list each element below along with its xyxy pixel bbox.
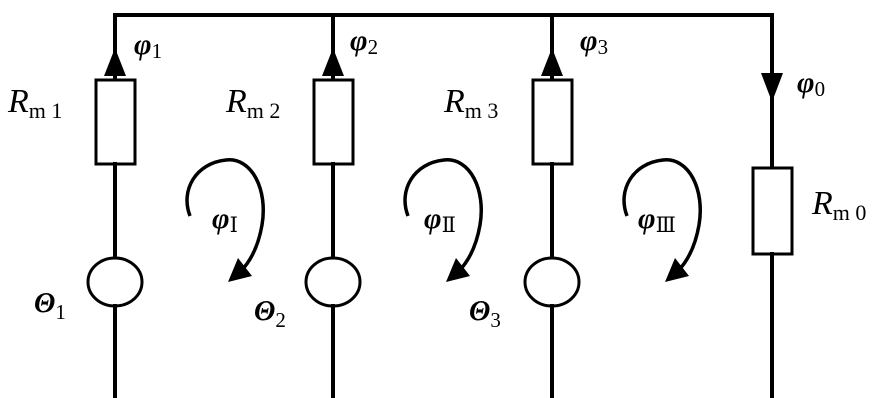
mmf-source-2 xyxy=(304,256,362,308)
mmf-1-subscript: 1 xyxy=(55,300,66,324)
mmf-source-3 xyxy=(523,256,581,308)
resistor-rm1 xyxy=(94,78,137,166)
resistance-2-symbol: R xyxy=(225,83,247,120)
mmf-2-symbol: Θ xyxy=(254,296,275,327)
flux-3-subscript: 3 xyxy=(598,35,609,59)
mmf-2-subscript: 2 xyxy=(275,308,286,332)
loop-3-subscript: Ⅲ xyxy=(656,213,676,237)
resistance-0-symbol: R xyxy=(811,185,833,222)
loop-label-1: φⅠ xyxy=(212,202,238,237)
loop-1-curve xyxy=(185,158,265,274)
loop-arrow-1 xyxy=(185,158,265,282)
resistance-label-0: Rm 0 xyxy=(811,185,866,225)
loop-2-symbol: φ xyxy=(424,202,442,235)
resistance-3-subscript: m 3 xyxy=(465,98,499,123)
resistance-1-subscript: m 1 xyxy=(29,98,63,123)
flux-0-subscript: 0 xyxy=(815,77,826,101)
loop-3-symbol: φ xyxy=(638,202,656,235)
branch-2-flux-arrow-up-icon xyxy=(322,48,344,76)
mmf-1-symbol: Θ xyxy=(34,288,55,319)
branch-3-flux-arrow-up-icon xyxy=(541,48,563,76)
branch-3 xyxy=(523,13,581,398)
branch-1-flux-arrow-up-icon xyxy=(104,48,126,76)
loop-3-arrowhead-icon xyxy=(665,258,689,282)
loop-2-arrowhead-icon xyxy=(446,258,470,282)
flux-1-subscript: 1 xyxy=(152,39,163,63)
flux-1-symbol: φ xyxy=(134,28,152,61)
flux-label-1: φ1 xyxy=(134,28,162,63)
loop-1-subscript: Ⅰ xyxy=(230,213,238,237)
mmf-label-1: Θ1 xyxy=(34,288,66,324)
mmf-source-1 xyxy=(86,256,144,308)
branch-2 xyxy=(304,13,362,398)
branch-0-flux-arrow-down-icon xyxy=(761,73,783,102)
mmf-3-subscript: 3 xyxy=(490,308,501,332)
loop-2-subscript: Ⅱ xyxy=(442,213,456,237)
loop-arrow-3 xyxy=(622,158,702,282)
loop-1-arrowhead-icon xyxy=(228,258,252,282)
flux-2-symbol: φ xyxy=(350,24,368,57)
resistance-label-2: Rm 2 xyxy=(225,83,280,123)
resistor-rm3 xyxy=(531,78,574,166)
resistance-2-subscript: m 2 xyxy=(247,98,281,123)
branch-0 xyxy=(751,13,794,398)
resistance-3-symbol: R xyxy=(443,83,465,120)
mmf-label-2: Θ2 xyxy=(254,296,286,332)
flux-label-0: φ0 xyxy=(797,66,825,101)
resistance-label-3: Rm 3 xyxy=(443,83,498,123)
mmf-label-3: Θ3 xyxy=(469,296,501,332)
loop-1-symbol: φ xyxy=(212,202,230,235)
loop-arrow-2 xyxy=(403,158,483,282)
mmf-3-symbol: Θ xyxy=(469,296,490,327)
resistance-0-subscript: m 0 xyxy=(833,200,867,225)
resistor-rm0 xyxy=(751,166,794,256)
loop-label-2: φⅡ xyxy=(424,202,456,237)
resistance-label-1: Rm 1 xyxy=(7,83,62,123)
resistor-rm2 xyxy=(312,78,355,166)
flux-label-2: φ2 xyxy=(350,24,378,59)
flux-2-subscript: 2 xyxy=(368,35,379,59)
flux-3-symbol: φ xyxy=(580,24,598,57)
loop-label-3: φⅢ xyxy=(638,202,676,237)
flux-0-symbol: φ xyxy=(797,66,815,99)
resistance-1-symbol: R xyxy=(7,83,29,120)
loop-2-curve xyxy=(403,158,483,274)
flux-label-3: φ3 xyxy=(580,24,608,59)
branch-1 xyxy=(86,13,144,398)
loop-3-curve xyxy=(622,158,702,274)
